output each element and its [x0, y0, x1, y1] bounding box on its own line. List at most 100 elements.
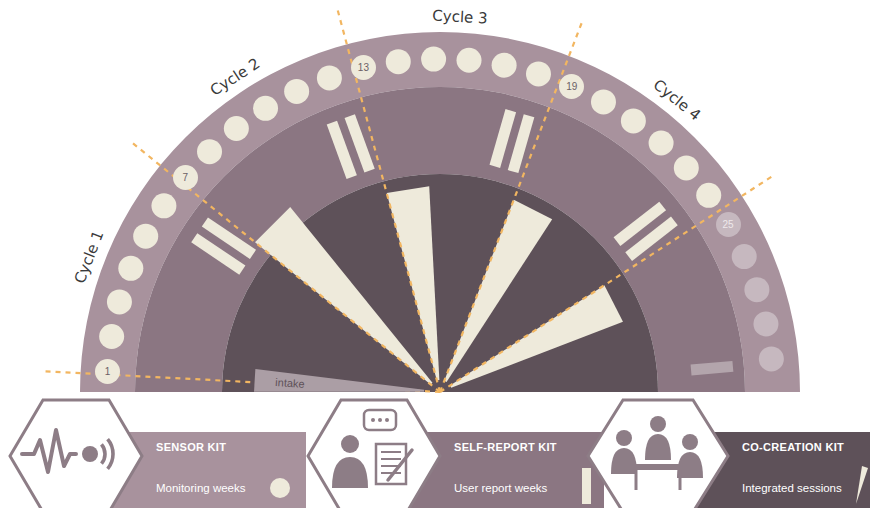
week-circle [492, 53, 517, 78]
week-number: 7 [173, 165, 198, 190]
report-bar [691, 361, 734, 376]
person-head [616, 430, 632, 446]
week-circle: 7 [173, 165, 198, 190]
report-ring [135, 87, 745, 392]
week-circle [621, 108, 646, 133]
table-symbol [628, 464, 688, 470]
signal-arc [100, 443, 107, 465]
wedge-label: intake [275, 376, 305, 390]
signal-arc [106, 438, 115, 470]
bubble-dot [385, 418, 389, 422]
report-bar-pair [191, 217, 256, 274]
week-circle: 25 [716, 212, 741, 237]
week-circle [753, 311, 778, 336]
speech-bubble [364, 410, 396, 430]
pen-symbol [388, 450, 412, 480]
week-number: 25 [716, 212, 741, 237]
kit-title: SELF-REPORT KIT [454, 441, 557, 453]
week-circle [224, 116, 249, 141]
week-circle-fill [173, 165, 198, 190]
week-circle [526, 61, 551, 86]
sample-wedge [856, 466, 868, 504]
week-circle [253, 96, 278, 121]
document-line [381, 451, 401, 453]
session-disk [222, 174, 658, 392]
cycle-label: Cycle 3 [432, 6, 488, 27]
week-circle [421, 47, 446, 72]
intake-wedge: intake [254, 369, 424, 392]
person-head [682, 434, 698, 450]
wave-symbol [22, 430, 76, 472]
cycle-boundary [440, 174, 775, 392]
kit-icon [611, 416, 703, 490]
week-circle-fill [351, 55, 376, 80]
kit-subtitle: Integrated sessions [742, 482, 842, 494]
kit-panel: CO-CREATION KIT Integrated sessions [584, 398, 870, 508]
table-leg [635, 470, 638, 490]
week-circle [118, 256, 143, 281]
kit-hexagon [10, 400, 142, 508]
week-circle [457, 48, 482, 73]
week-circle [107, 289, 132, 314]
week-circle [197, 139, 222, 164]
session-wedge [450, 285, 623, 387]
report-bar-faded [691, 361, 734, 376]
person-head [341, 435, 359, 453]
kit-panel: SELF-REPORT KIT User report weeks [304, 398, 604, 508]
week-number: 1 [95, 359, 120, 384]
document-line [381, 458, 401, 460]
cycle-boundary [440, 19, 583, 392]
week-circle [99, 324, 124, 349]
sample-bar [582, 468, 591, 504]
bubble-dot [371, 418, 375, 422]
week-number: 19 [559, 74, 584, 99]
week-circle [649, 130, 674, 155]
report-bar [202, 217, 256, 259]
person-body [611, 448, 637, 474]
person-body [645, 434, 671, 460]
week-circle: 13 [351, 55, 376, 80]
week-circle-fill [559, 74, 584, 99]
week-circle [133, 224, 158, 249]
kit-icon [22, 430, 115, 472]
week-circle [284, 79, 309, 104]
kit-subtitle: User report weeks [454, 482, 547, 494]
monitoring-ring [80, 32, 800, 392]
report-bar [508, 114, 535, 173]
week-circle [317, 65, 342, 90]
report-bar-pair [327, 114, 375, 179]
week-circle: 1 [95, 359, 120, 384]
week-circle-fill [716, 212, 741, 237]
report-bar [345, 114, 375, 172]
week-circle [591, 89, 616, 114]
week-circle [732, 244, 757, 269]
week-circle [759, 346, 784, 371]
kit-icon [332, 410, 412, 488]
week-circle-fill [95, 359, 120, 384]
week-circle [696, 183, 721, 208]
week-circle [151, 193, 176, 218]
cycle-boundary [129, 140, 440, 392]
person-body [332, 457, 368, 488]
kit-title: SENSOR KIT [156, 441, 226, 453]
kit-hexagon [308, 400, 440, 508]
person-head [650, 416, 666, 432]
week-circle [674, 155, 699, 180]
week-circle: 19 [559, 74, 584, 99]
session-wedge [387, 186, 440, 380]
table-leg [679, 470, 682, 490]
sensor-symbol [82, 446, 98, 462]
week-circle [744, 277, 769, 302]
kit-panel: SENSOR KIT Monitoring weeks [6, 398, 306, 508]
kit-title: CO-CREATION KIT [742, 441, 844, 453]
week-circle [386, 49, 411, 74]
week-number: 13 [351, 55, 376, 80]
intake-wedge-fill [254, 369, 424, 392]
report-bar-pair [614, 202, 678, 261]
kit-hexagon [588, 400, 728, 508]
sample-circle [270, 478, 290, 498]
bubble-dot [378, 418, 382, 422]
kit-subtitle: Monitoring weeks [156, 482, 245, 494]
